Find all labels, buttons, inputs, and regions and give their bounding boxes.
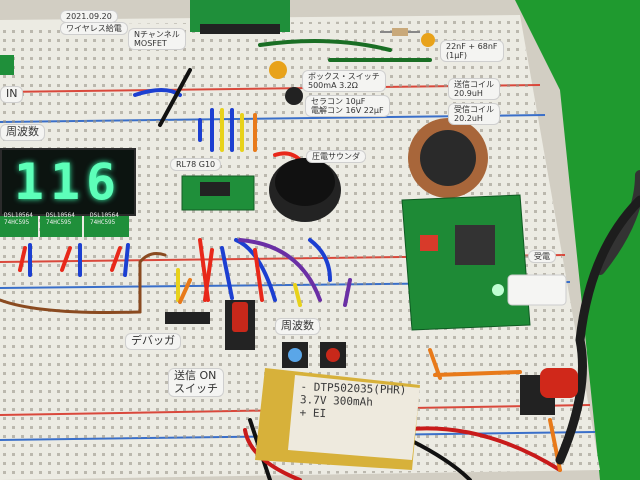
rl78-label: RL78 G10	[170, 158, 222, 172]
wireless-power-label: ワイヤレス給電	[60, 22, 128, 36]
ceramic-cap-label: セラコン 10μF 電解コン 16V 22μF	[305, 95, 390, 118]
tx-coil-label: 送信コイル 20.9uH	[448, 78, 500, 101]
in-label: IN	[0, 86, 24, 103]
frequency-title-label: 周波数	[0, 124, 45, 141]
chip-label-1: DSL10564 74HC595	[4, 212, 33, 226]
frequency-button-label: 周波数	[275, 318, 320, 335]
debugger-label: デバッガ	[125, 333, 181, 350]
receiver-label: 受電	[528, 250, 556, 264]
capacitor-values-label: 22nF + 68nF (1μF)	[440, 40, 504, 63]
rx-coil-label: 受信コイル 20.2uH	[448, 103, 500, 126]
tx-on-switch-label: 送信 ON スイッチ	[168, 368, 224, 398]
box-switch-label: ボックス・スイッチ 500mA 3.2Ω	[302, 70, 386, 93]
buzzer-label: 圧電サウンダ	[306, 150, 366, 164]
chip-label-3: DSL10564 74HC595	[90, 212, 119, 226]
battery-label: - DTP502035(PHR) 3.7V 300mAh + EI	[299, 380, 406, 423]
chip-label-2: DSL10564 74HC595	[46, 212, 75, 226]
n-mosfet-label: Nチャンネル MOSFET	[128, 28, 186, 51]
seven-segment-display: 116	[0, 148, 136, 216]
